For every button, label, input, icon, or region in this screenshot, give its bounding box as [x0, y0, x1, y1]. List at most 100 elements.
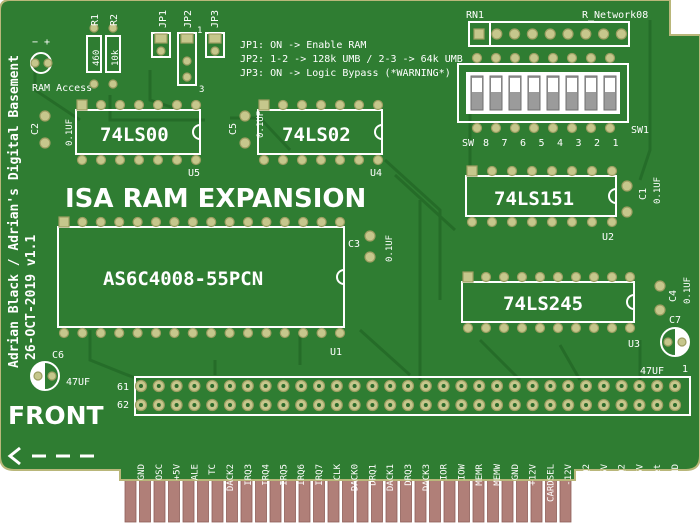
bus-pad-hole — [566, 403, 571, 407]
ic-pad — [316, 216, 327, 228]
ic-pad — [526, 216, 538, 228]
ref-jp3: JP3 — [210, 10, 221, 28]
ic-pad — [258, 99, 270, 111]
bus-pad-hole — [139, 384, 143, 388]
led-minus: − — [32, 37, 38, 48]
ic-pad — [261, 327, 272, 339]
ref-jp1: JP1 — [158, 10, 169, 28]
sw1-pad — [585, 122, 597, 134]
bus-pin-label: CLK — [333, 463, 343, 480]
capacitor-c5: C5 0.1UF — [228, 110, 266, 149]
capacitor-c6: C6 47UF — [30, 350, 90, 391]
dip-toggle-knob — [605, 78, 615, 92]
c6-value: 47UF — [66, 377, 90, 388]
dip-toggle-knob — [491, 78, 501, 92]
ic-pad — [224, 216, 235, 228]
ref-c5: C5 — [228, 123, 239, 135]
sw1-pad — [604, 52, 616, 64]
led-plus: + — [44, 37, 50, 48]
ic-pad — [187, 216, 198, 228]
rn1-pad — [491, 28, 503, 40]
ref-c2: C2 — [30, 123, 41, 135]
bus-pad-hole — [441, 403, 446, 407]
ic-pad — [95, 154, 107, 166]
bus-pad-hole — [263, 384, 268, 388]
bus-pin-label: GND — [671, 464, 681, 480]
switch-number: 1 — [613, 138, 619, 149]
ic-pad — [171, 99, 183, 111]
ic-pad — [187, 327, 198, 339]
bus-pin-label: IRQ5 — [279, 464, 289, 486]
bus-pad-hole — [619, 403, 624, 407]
bus-pad-hole — [441, 384, 446, 388]
ic-pad — [353, 99, 365, 111]
capacitor-c2: C2 0.1UF — [30, 110, 75, 149]
rn1-pad — [544, 28, 556, 40]
ic-pad — [466, 165, 478, 177]
note-line-2: JP2: 1-2 -> 128k UMB / 2-3 -> 64k UMB — [240, 54, 463, 65]
bus-pin-label: IRQ2 — [618, 464, 628, 486]
bus-pad-hole — [174, 403, 179, 407]
resistor-r1: R1 460 — [86, 14, 102, 89]
bus-pad-hole — [228, 403, 232, 407]
ic-pad — [296, 154, 308, 166]
copper-traces — [33, 20, 652, 382]
sw1-pad — [585, 52, 597, 64]
ic-pad — [606, 271, 618, 283]
bus-pin-label: DACK1 — [386, 464, 396, 491]
ic-pad — [606, 165, 618, 177]
bus-pad-hole — [619, 384, 624, 388]
capacitor-c3: C3 0.1UF — [348, 230, 395, 263]
ic-pad — [506, 216, 518, 228]
sw1-pad — [528, 52, 540, 64]
bus-pin-label: IRQ7 — [315, 464, 325, 486]
bus-pad-hole — [192, 403, 197, 407]
bus-pad-hole — [673, 403, 677, 407]
bus-pad-hole — [299, 384, 304, 388]
bus-pad-hole — [317, 403, 321, 407]
ic-pad — [58, 327, 70, 339]
ic-pad — [76, 99, 88, 111]
bus-pin-label: +5V — [173, 463, 183, 480]
bus-pad-hole — [334, 384, 339, 388]
ic-pad — [570, 322, 582, 334]
bus-pad-hole — [548, 403, 553, 407]
bus-pin-label: MEMR — [475, 463, 485, 485]
bus-pin-label: IOW — [457, 463, 467, 480]
ic-pad — [353, 154, 365, 166]
bus-pad-hole — [423, 403, 428, 407]
ic-pad — [77, 327, 88, 339]
bus-pad-hole — [601, 403, 606, 407]
board-title: ISA RAM EXPANSION — [65, 184, 366, 214]
ic-pad — [95, 216, 106, 228]
jumper-jp2: JP2 1 3 — [177, 10, 204, 95]
ic-pad — [150, 216, 162, 228]
bus-pad-hole — [156, 403, 161, 407]
c7-value: 47UF — [640, 366, 664, 377]
credit-text: Adrian Black / Adrian's Digital Basement — [7, 55, 22, 368]
bus-pin-label: IRQ3 — [244, 464, 254, 486]
resistor-r2: R2 10k — [105, 14, 121, 89]
ic-pad — [114, 327, 125, 339]
capacitor-c4: C4 0.1UF — [654, 277, 693, 316]
ic-pad — [150, 327, 162, 339]
ic-pad — [506, 165, 518, 177]
jumper-notes: JP1: ON -> Enable RAM JP2: 1-2 -> 128k U… — [240, 40, 463, 79]
ref-u1: U1 — [330, 347, 342, 358]
bus-pad-hole — [263, 403, 268, 407]
switch-number: 3 — [576, 138, 582, 149]
ic-pad — [206, 327, 217, 339]
ic-pad — [76, 154, 88, 166]
ic-pad — [95, 99, 107, 111]
bus-pad-hole — [299, 403, 304, 407]
ic-pad — [206, 216, 217, 228]
bus-pad-hole — [174, 384, 179, 388]
switch-number: 6 — [520, 138, 526, 149]
r1-value: 460 — [92, 50, 102, 66]
bus-pad-hole — [352, 384, 357, 388]
ref-r1: R1 — [90, 14, 101, 26]
